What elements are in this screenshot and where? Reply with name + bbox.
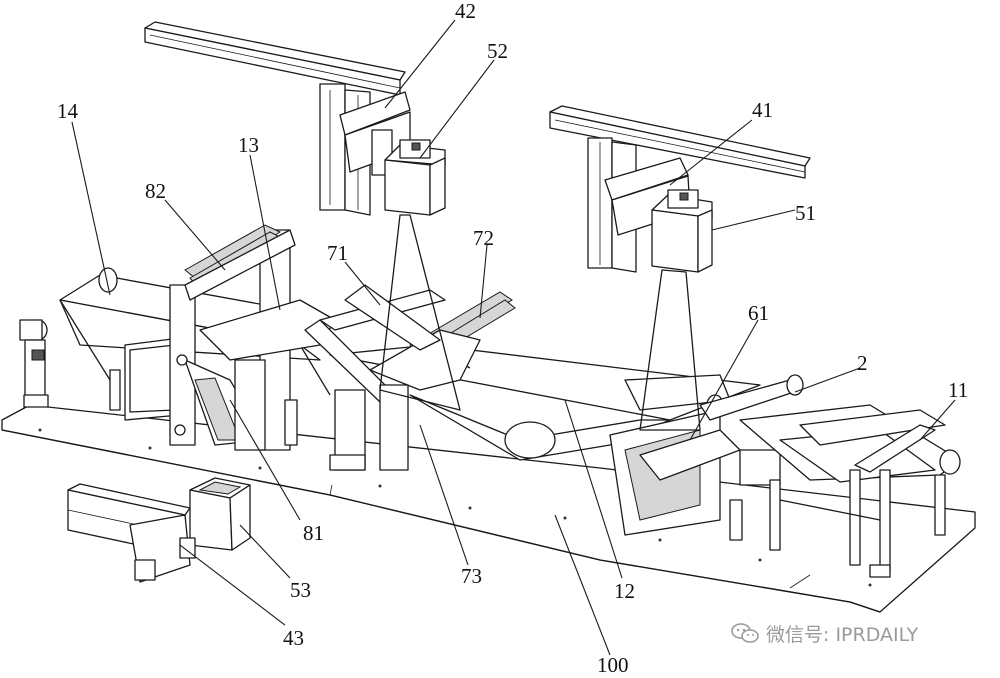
rail-left-top [144, 21, 411, 216]
leader-11 [919, 399, 956, 441]
leader-51 [711, 209, 796, 231]
label-53: 53 [290, 578, 311, 602]
leader-61 [689, 319, 759, 441]
leader-41 [669, 119, 753, 186]
camera-51 [639, 189, 713, 431]
leader-13 [249, 154, 281, 311]
label-43: 43 [283, 626, 304, 650]
output-conveyor [739, 404, 961, 578]
leader-53 [239, 524, 291, 579]
folding-frame-left [109, 224, 336, 451]
camera-53 [179, 477, 251, 559]
watermark-text: 微信号: IPRDAILY [766, 623, 919, 646]
leader-71 [344, 261, 381, 306]
label-2: 2 [857, 351, 868, 375]
leader-72 [479, 244, 488, 319]
label-13: 13 [238, 133, 259, 157]
leader-lines [71, 19, 956, 656]
leader-52 [419, 59, 495, 159]
leader-43 [179, 544, 286, 626]
label-61: 61 [748, 301, 769, 325]
wechat-icon [731, 623, 759, 643]
leader-100 [554, 514, 611, 656]
label-100: 100 [597, 653, 629, 677]
leader-14 [71, 121, 111, 296]
label-52: 52 [487, 39, 508, 63]
folding-frame-center [304, 284, 516, 471]
label-73: 73 [461, 564, 482, 588]
label-14: 14 [57, 99, 79, 123]
watermark: 微信号: IPRDAILY [730, 620, 918, 646]
leader-82 [164, 199, 226, 271]
leader-42 [384, 19, 456, 109]
label-41: 41 [752, 98, 773, 122]
label-11: 11 [948, 378, 968, 402]
leader-2 [794, 367, 861, 393]
label-72: 72 [473, 226, 494, 250]
reference-labels: 14 82 13 42 52 71 72 41 51 61 2 11 81 73… [57, 0, 968, 677]
label-12: 12 [614, 579, 635, 603]
label-82: 82 [145, 179, 166, 203]
label-51: 51 [795, 201, 816, 225]
rail-lower [67, 483, 191, 583]
camera-52 [379, 139, 461, 411]
label-42: 42 [455, 0, 476, 23]
leader-12 [564, 399, 623, 579]
leader-81 [229, 399, 301, 521]
label-81: 81 [303, 521, 324, 545]
label-71: 71 [327, 241, 348, 265]
folding-unit-right [609, 374, 804, 541]
leader-73 [419, 424, 469, 566]
